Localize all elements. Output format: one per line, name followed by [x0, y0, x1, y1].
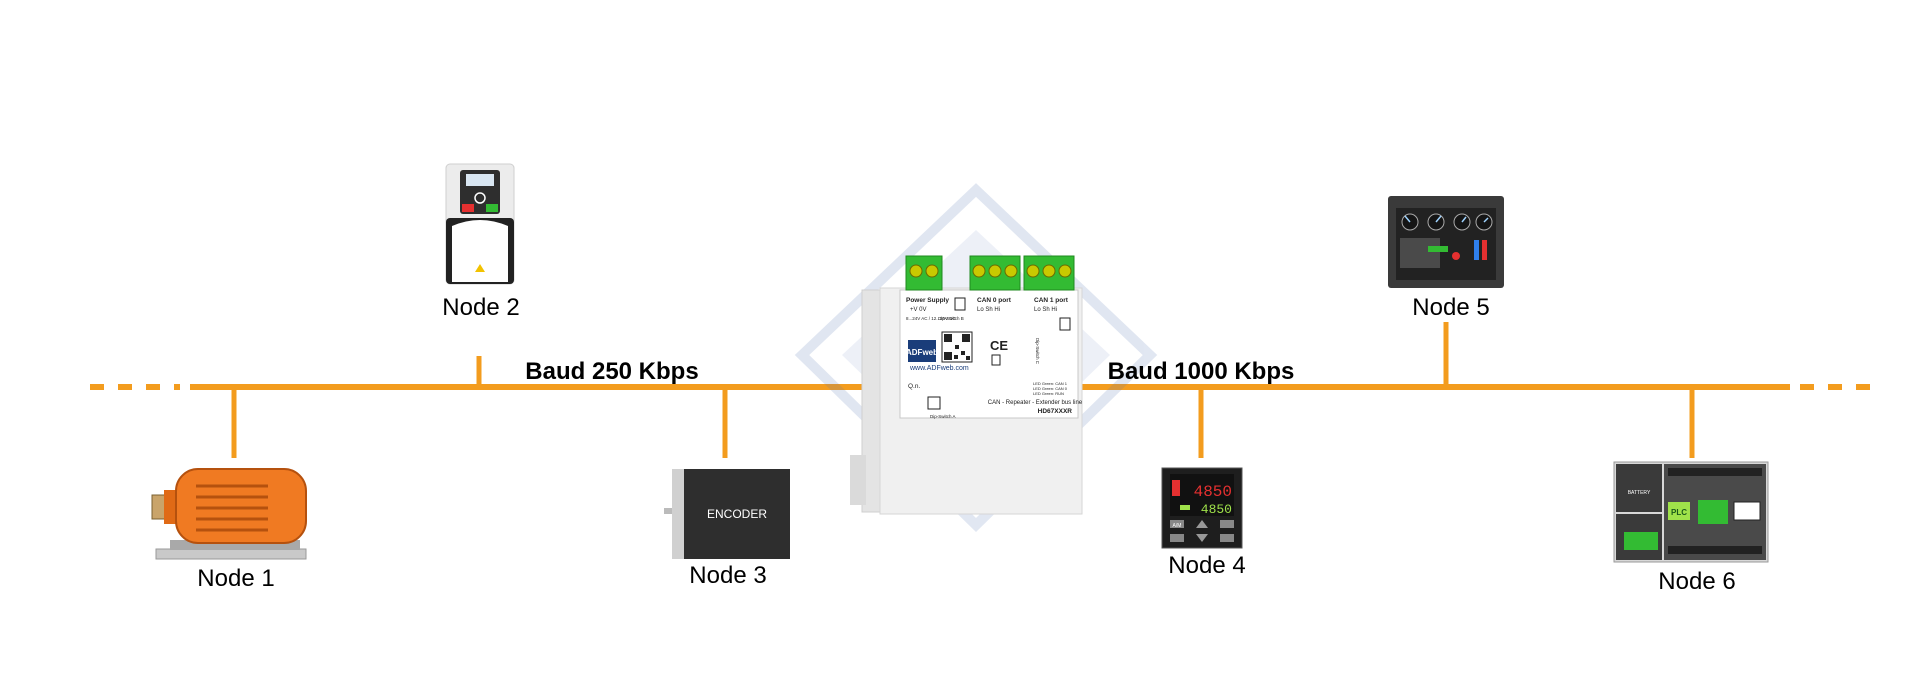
node-5-label: Node 5: [1412, 294, 1489, 321]
controller-indicator-red: [1172, 480, 1180, 496]
node-4-label: Node 4: [1168, 552, 1245, 579]
inverter-stop-button: [462, 204, 474, 212]
controller-display-bottom: 4850: [1201, 502, 1232, 517]
node-3-encoder: ENCODER: [664, 469, 790, 559]
hmi-gauge-needles: [1404, 215, 1489, 223]
website-text: www.ADFweb.com: [909, 365, 969, 372]
encoder-shaft: [664, 508, 674, 514]
controller-am-button: [1170, 520, 1184, 528]
led-line-1: LED Green: CAN 1: [1033, 381, 1068, 386]
hmi-data-panel: [1400, 238, 1440, 268]
node-5-hmi: [1388, 196, 1504, 288]
motor-housing: [175, 468, 307, 544]
qn-label: Q.n.: [908, 383, 920, 390]
drop-lines: [231, 322, 1695, 458]
node-3-label: Node 3: [689, 562, 766, 589]
controller-enter-button: [1220, 534, 1234, 542]
inverter-cover: [452, 220, 508, 282]
can-repeater-device: Power Supply +V 0V 8...24V AC / 12...35V…: [850, 255, 1083, 515]
down-arrow-icon: [1196, 534, 1208, 542]
motor-fins: [196, 484, 268, 532]
baud-1000-label: Baud 1000 Kbps: [1108, 358, 1295, 385]
hmi-level-bar-2: [1482, 240, 1487, 260]
can0-label: CAN 0 port: [977, 297, 1012, 304]
node-1-label: Node 1: [197, 565, 274, 592]
hmi-level-bar-1: [1474, 240, 1479, 260]
inverter-nav-button: [474, 192, 486, 204]
hmi-status-bar: [1428, 246, 1448, 252]
plc-terminal-rows: [1668, 468, 1762, 554]
power-supply-label: Power Supply: [906, 297, 949, 304]
power-terminals: +V 0V: [910, 307, 927, 313]
disposal-icon: [991, 354, 1001, 366]
can1-label: CAN 1 port: [1034, 297, 1069, 304]
motor-feet: [170, 540, 300, 550]
device-model: HD67XXXR: [1038, 408, 1073, 415]
hmi-alarm-light: [1452, 252, 1460, 260]
inverter-display: [466, 174, 494, 186]
dip-switch-c-icon: [1059, 317, 1071, 331]
encoder-body: [684, 469, 790, 559]
encoder-text: ENCODER: [707, 507, 767, 521]
led-line-2: LED Green: CAN 0: [1033, 386, 1068, 391]
motor-base: [155, 548, 307, 560]
qr-code: [941, 331, 973, 363]
dip-switch-b-label: Dip-Switch B: [938, 316, 964, 321]
motor-shaft: [151, 494, 167, 520]
plc-text: PLC: [1671, 508, 1687, 517]
up-arrow-icon: [1196, 520, 1208, 528]
dip-switch-a-label: Dip-Switch A: [930, 414, 956, 419]
can0-terminals: Lo Sh Hi: [977, 307, 1000, 313]
plc-serial-port: [1733, 501, 1761, 521]
din-latch: [850, 455, 866, 505]
adfweb-logo: ADFweb: [906, 340, 938, 362]
controller-star-button: [1220, 520, 1234, 528]
dip-switch-b-icon: [954, 297, 966, 311]
led-line-3: LED Green: RUN: [1033, 391, 1064, 396]
dip-switch-c-label: Dip-Switch C: [1035, 338, 1040, 365]
node-6-label: Node 6: [1658, 568, 1735, 595]
node-6-plc: BATTERY PLC: [1613, 461, 1769, 563]
inverter-run-button: [486, 204, 498, 212]
plc-battery-module: [1616, 464, 1662, 512]
can1-terminal-block: [1023, 255, 1075, 291]
controller-am-label: A/M: [1173, 523, 1182, 529]
controller-left-button: [1170, 534, 1184, 542]
can0-terminal-block: [969, 255, 1021, 291]
dip-switch-a-icon: [927, 396, 941, 410]
warning-triangle-icon: [475, 264, 485, 272]
plc-comm-terminal: [1698, 500, 1728, 524]
can1-terminals: Lo Sh Hi: [1034, 307, 1057, 313]
controller-display-top: 4850: [1194, 483, 1232, 501]
plc-display: [1668, 502, 1690, 520]
node-2-inverter: [445, 163, 515, 285]
plc-io-terminals: [1624, 532, 1658, 550]
controller-indicator-green: [1180, 505, 1190, 510]
device-description: CAN - Repeater - Extender bus line: [988, 400, 1083, 406]
ce-mark: CE: [990, 338, 1008, 353]
baud-250-label: Baud 250 Kbps: [525, 358, 698, 385]
power-terminal-block: [905, 255, 943, 291]
power-range: 8...24V AC / 12...35V DC: [906, 316, 957, 321]
brand-text: ADFweb: [906, 348, 938, 357]
node-2-label: Node 2: [442, 294, 519, 321]
node-1-motor: [151, 468, 307, 560]
plc-battery-text: BATTERY: [1628, 490, 1651, 496]
node-4-controller: 4850 4850 A/M: [1161, 467, 1243, 549]
